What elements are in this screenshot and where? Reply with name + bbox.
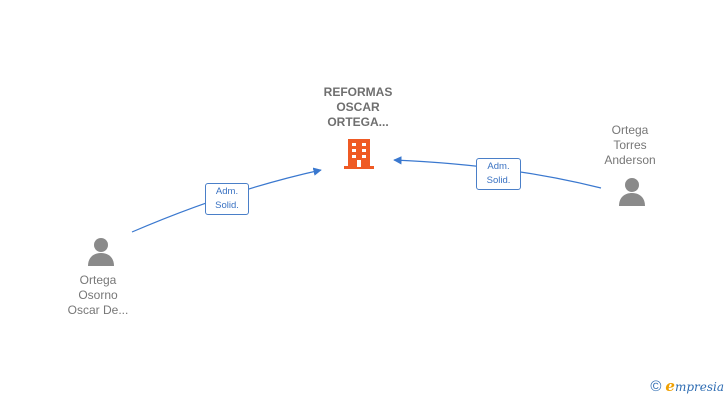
edge-label-adm-solid: Adm. Solid.: [476, 158, 521, 190]
person-name-ortega-torres[interactable]: Ortega Torres Anderson: [580, 123, 680, 168]
company-name-line: REFORMAS: [323, 85, 393, 99]
brand-first-letter: e: [665, 377, 675, 395]
person-name-line: Ortega: [611, 123, 649, 137]
footer-brand: © empresia: [650, 377, 724, 395]
building-icon[interactable]: [343, 137, 375, 171]
edge-label-adm-solid: Adm. Solid.: [205, 183, 249, 215]
edge-label-line: Adm.: [215, 186, 239, 197]
brand-logo[interactable]: empresia: [665, 377, 724, 395]
company-name[interactable]: REFORMAS OSCAR ORTEGA...: [298, 85, 418, 130]
edge-label-line: Solid.: [486, 175, 511, 186]
person-name-line: Osorno: [78, 288, 118, 302]
person-name-ortega-osorno[interactable]: Ortega Osorno Oscar De...: [48, 273, 148, 318]
edge-label-line: Solid.: [215, 200, 239, 211]
company-name-line: ORTEGA...: [327, 115, 389, 129]
person-icon[interactable]: [617, 176, 647, 208]
person-name-line: Torres: [613, 138, 647, 152]
edge-label-line: Adm.: [487, 161, 510, 172]
person-name-line: Oscar De...: [67, 303, 129, 317]
person-name-line: Anderson: [604, 153, 656, 167]
brand-rest: mpresia: [674, 380, 724, 394]
person-icon[interactable]: [86, 236, 116, 268]
person-name-line: Ortega: [79, 273, 117, 287]
copyright-icon: ©: [650, 377, 662, 395]
company-name-line: OSCAR: [336, 100, 380, 114]
